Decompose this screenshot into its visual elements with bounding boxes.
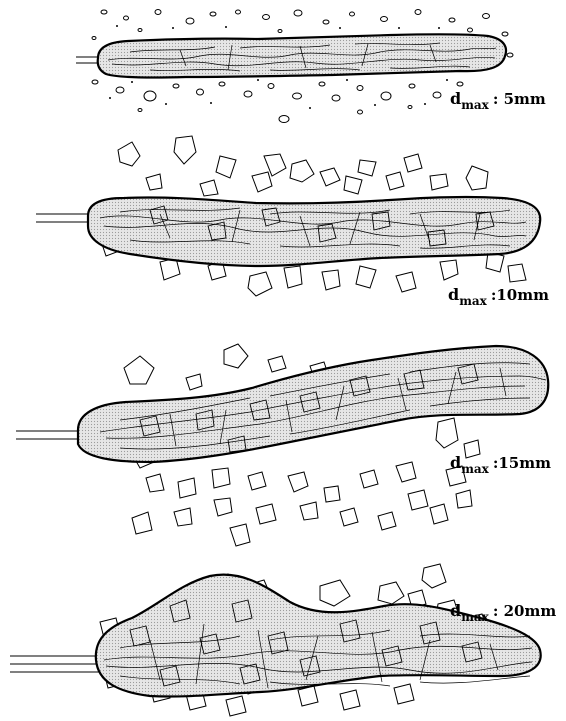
fracture-zone-5mm (98, 34, 506, 77)
label-5mm: dmax: 5mm (450, 89, 546, 112)
panel-10mm: dmax:10mm (36, 136, 549, 308)
panel-20mm: dmax: 20mm (10, 564, 556, 716)
panel-5mm: dmax: 5mm (76, 10, 546, 123)
fracture-zone-10mm (88, 197, 540, 266)
panel-15mm: dmax:15mm (16, 344, 551, 546)
label-20mm: dmax: 20mm (450, 601, 556, 624)
label-10mm: dmax:10mm (448, 285, 549, 308)
label-15mm: dmax:15mm (450, 453, 551, 476)
fracture-zone-20mm (96, 575, 541, 697)
